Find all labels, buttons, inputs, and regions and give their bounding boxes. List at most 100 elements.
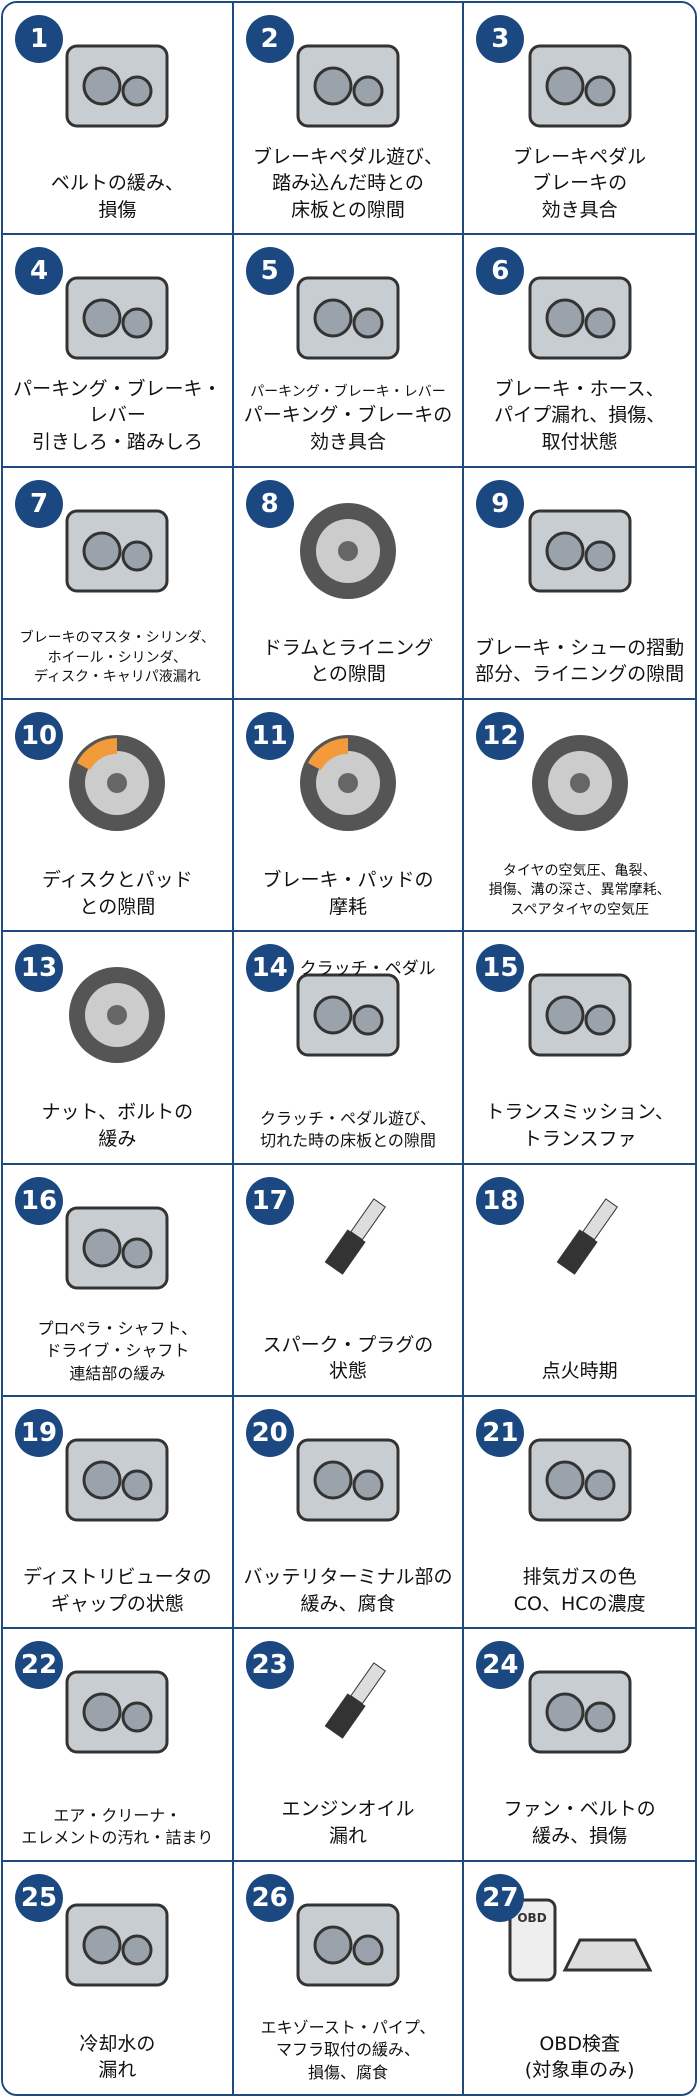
exhaust-gas-icon bbox=[528, 1438, 632, 1522]
caption-line: 損傷、溝の深さ、異常摩耗、 bbox=[488, 882, 671, 899]
brake-drum-icon bbox=[299, 502, 396, 599]
caption-line: との隙間 bbox=[310, 663, 386, 686]
tire-gauge-icon bbox=[531, 734, 628, 831]
battery-icon bbox=[296, 1438, 400, 1522]
item-caption: 点火時期 bbox=[464, 1358, 695, 1385]
item-caption: OBD検査 (対象車のみ) bbox=[464, 2031, 695, 2084]
caption-line: 緩み、腐食 bbox=[300, 1592, 396, 1615]
item-number-badge: 21 bbox=[476, 1408, 525, 1457]
caption-line: ベルトの緩み、 bbox=[50, 172, 184, 195]
inspection-item-10: 10 ディスクとパッドとの隙間 bbox=[3, 699, 234, 933]
item-caption: ブレーキのマスタ・シリンダ、ホイール・シリンダ、ディスク・キャリパ液漏れ bbox=[3, 629, 232, 688]
caption-line: ディスク・キャリパ液漏れ bbox=[33, 669, 201, 686]
inspection-item-6: 6 ブレーキ・ホース、パイプ漏れ、損傷、取付状態 bbox=[464, 235, 695, 468]
caption-line: OBD検査 bbox=[539, 2032, 620, 2055]
spark-plug-icon bbox=[324, 1197, 386, 1275]
caption-line: 緩み、損傷 bbox=[532, 1825, 628, 1848]
item-caption: タイヤの空気圧、亀裂、損傷、溝の深さ、異常摩耗、スペアタイヤの空気圧 bbox=[464, 862, 695, 921]
item-caption: バッテリターミナル部の緩み、腐食 bbox=[234, 1564, 463, 1617]
item-caption: パーキング・ブレーキ・レバーパーキング・ブレーキの効き具合 bbox=[234, 383, 463, 456]
caption-line: ブレーキ・ホース、 bbox=[494, 377, 665, 400]
item-caption: エキゾースト・パイプ、マフラ取付の緩み、損傷、腐食 bbox=[234, 2017, 463, 2084]
item-caption: ブレーキペダル遊び、踏み込んだ時との床板との隙間 bbox=[234, 144, 463, 224]
caption-line: 摩耗 bbox=[328, 895, 367, 918]
item-number-badge: 25 bbox=[15, 1873, 63, 1922]
caption-line: 損傷 bbox=[98, 198, 137, 221]
item-caption: クラッチ・ペダル遊び、切れた時の床板との隙間 bbox=[234, 1108, 463, 1153]
caption-line: ファン・ベルトの bbox=[503, 1798, 656, 1821]
item-caption: スパーク・プラグの状態 bbox=[234, 1332, 463, 1385]
item-caption: ブレーキ・パッドの摩耗 bbox=[234, 867, 463, 920]
item-number-badge: 17 bbox=[245, 1176, 294, 1225]
item-caption: ブレーキペダルブレーキの効き具合 bbox=[464, 144, 695, 224]
item-caption: ディスクとパッドとの隙間 bbox=[3, 867, 232, 920]
brake-pedal-icon bbox=[296, 44, 400, 128]
inspection-item-17: 17 スパーク・プラグの状態 bbox=[233, 1164, 465, 1397]
caption-line: との隙間 bbox=[79, 895, 156, 918]
caption-line: クラッチ・ペダル遊び、 bbox=[259, 1108, 436, 1128]
item-number-badge: 6 bbox=[476, 247, 525, 296]
item-caption: ブレーキ・シューの摺動部分、ライニングの隙間 bbox=[464, 635, 695, 688]
caption-line: トランスファ bbox=[522, 1128, 637, 1151]
item-caption: エア・クリーナ・エレメントの汚れ・詰まり bbox=[3, 1805, 232, 1850]
caption-line: ナット、ボルトの bbox=[41, 1101, 194, 1124]
caption-line: エレメントの汚れ・詰まり bbox=[21, 1828, 214, 1848]
inspection-item-1: 1 ベルトの緩み、損傷 bbox=[3, 3, 234, 236]
item-number-badge: 12 bbox=[476, 711, 525, 760]
caption-line: ブレーキペダル遊び、 bbox=[252, 145, 443, 168]
item-number-badge: 9 bbox=[476, 479, 525, 528]
item-number-badge: 24 bbox=[476, 1641, 525, 1690]
caption-line: ブレーキのマスタ・シリンダ、 bbox=[19, 630, 215, 647]
caption-line: エキゾースト・パイプ、 bbox=[260, 2017, 436, 2037]
item-number-badge: 10 bbox=[15, 711, 63, 760]
inspection-item-15: 15 トランスミッション、トランスファ bbox=[464, 932, 695, 1165]
inspection-item-24: 24 ファン・ベルトの緩み、損傷 bbox=[464, 1629, 695, 1862]
wheel-nut-icon bbox=[69, 967, 166, 1064]
master-cylinder-icon bbox=[65, 509, 169, 593]
caption-line: ホイール・シリンダ、 bbox=[47, 649, 187, 666]
item-caption: ドラムとライニングとの隙間 bbox=[234, 635, 463, 688]
caption-line: ディストリビュータの bbox=[22, 1566, 212, 1589]
caption-line: 損傷、腐食 bbox=[307, 2062, 388, 2082]
caption-line: (対象車のみ) bbox=[524, 2059, 635, 2082]
item-number-badge: 1 bbox=[15, 15, 63, 63]
caption-line: 連結部の緩み bbox=[69, 1363, 166, 1383]
caption-line: パーキング・ブレーキ・レバー bbox=[250, 383, 446, 400]
caption-line: トランスミッション、 bbox=[485, 1101, 674, 1124]
brake-pedal-icon bbox=[528, 44, 632, 128]
item-number-badge: 13 bbox=[15, 944, 63, 993]
caption-line: 効き具合 bbox=[541, 198, 618, 221]
caption-line: 切れた時の床板との隙間 bbox=[260, 1131, 436, 1151]
caption-line: プロペラ・シャフト、 bbox=[37, 1318, 198, 1338]
item-number-badge: 5 bbox=[245, 247, 294, 296]
item-number-badge: 3 bbox=[476, 15, 525, 63]
item-caption: ベルトの緩み、損傷 bbox=[3, 170, 232, 223]
caption-line: 冷却水の bbox=[79, 2032, 156, 2055]
caption-line: ドライブ・シャフト bbox=[45, 1341, 190, 1361]
item-number-badge: 18 bbox=[476, 1176, 525, 1225]
caption-line: ギャップの状態 bbox=[50, 1592, 184, 1615]
brake-disc-icon bbox=[69, 734, 166, 831]
item-number-badge: 7 bbox=[15, 479, 63, 528]
item-caption: パーキング・ブレーキ・レバー引きしろ・踏みしろ bbox=[3, 376, 232, 456]
item-caption: ナット、ボルトの緩み bbox=[3, 1099, 232, 1152]
caption-line: 取付状態 bbox=[541, 431, 618, 454]
item-number-badge: 15 bbox=[476, 944, 525, 993]
caption-line: スペアタイヤの空気圧 bbox=[510, 901, 649, 918]
inspection-item-12: 12 タイヤの空気圧、亀裂、損傷、溝の深さ、異常摩耗、スペアタイヤの空気圧 bbox=[464, 699, 695, 933]
item-number-badge: 16 bbox=[15, 1176, 63, 1225]
belt-pulley-icon bbox=[65, 44, 169, 128]
item-caption: ファン・ベルトの緩み、損傷 bbox=[464, 1796, 695, 1849]
item-number-badge: 4 bbox=[15, 247, 63, 296]
caption-line: パイプ漏れ、損傷、 bbox=[494, 404, 666, 427]
item-caption: 冷却水の漏れ bbox=[3, 2031, 232, 2084]
caption-line: 漏れ bbox=[98, 2059, 137, 2082]
caption-line: パーキング・ブレーキの bbox=[243, 404, 453, 427]
